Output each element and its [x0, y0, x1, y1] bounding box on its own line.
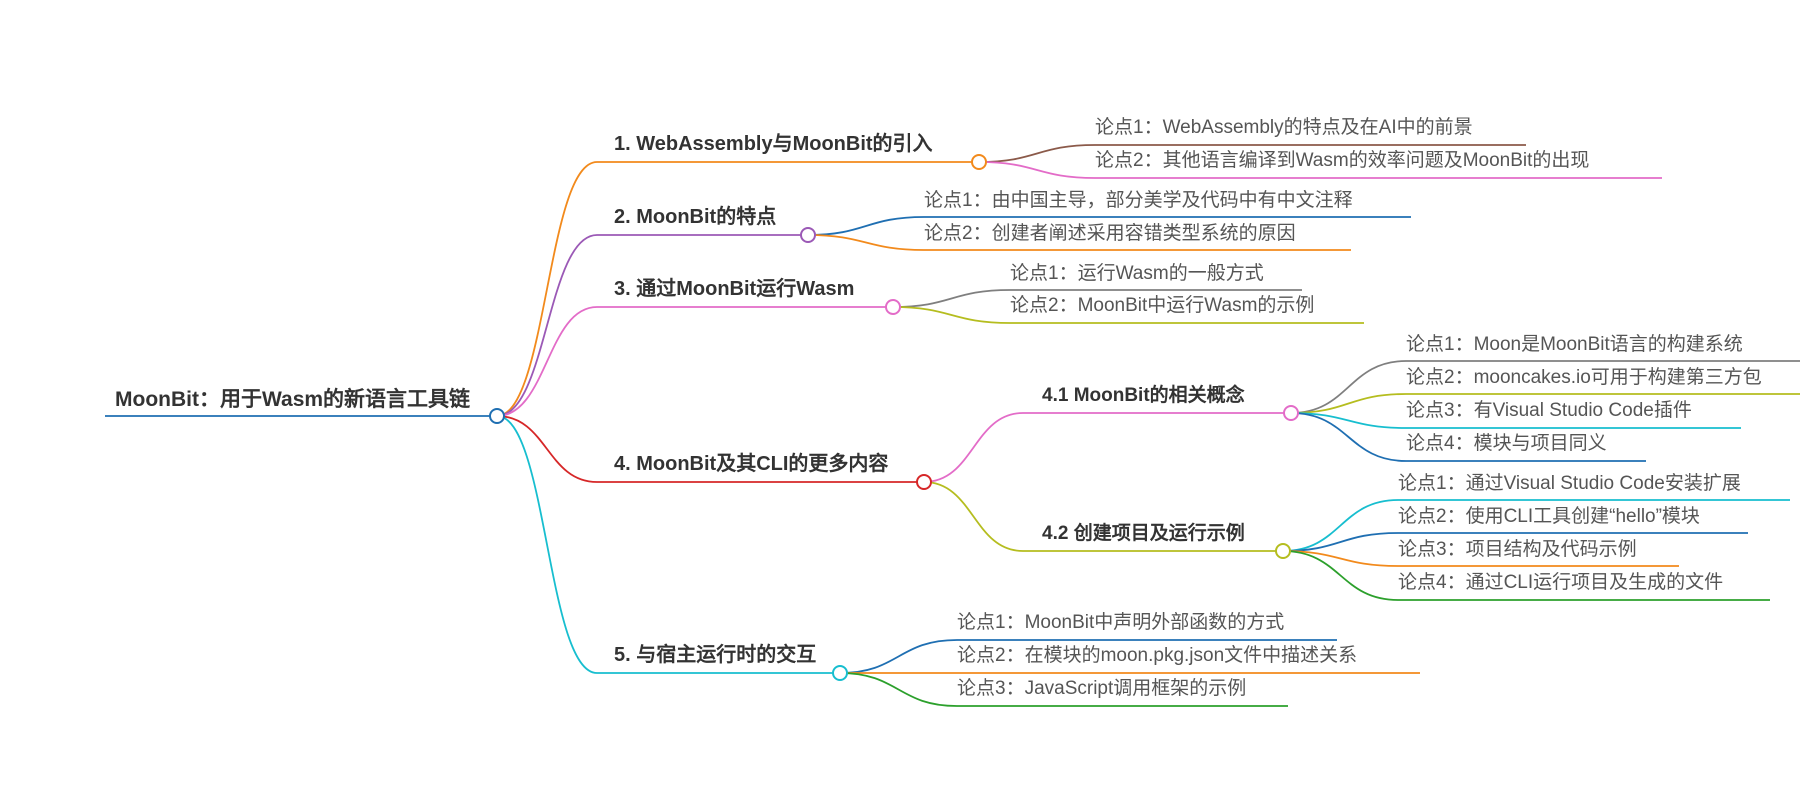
connector-sub-4-2-point-3	[1282, 550, 1399, 567]
sub-4-2-point-2-label: 论点2：使用CLI工具创建“hello”模块	[1398, 505, 1700, 527]
label-layer: MoonBit：用于Wasm的新语言工具链 1. WebAssembly与Moon…	[115, 116, 1762, 699]
branch-3-collapse-toggle[interactable]	[885, 299, 901, 315]
sub-4-1-point-2-label: 论点2：mooncakes.io可用于构建第三方包	[1406, 366, 1762, 388]
connector-sub-4-1-point-2	[1290, 393, 1407, 414]
branch-5-label: 5. 与宿主运行时的交互	[614, 642, 816, 666]
connector-sub-4-1	[923, 412, 1024, 483]
branch-4-label: 4. MoonBit及其CLI的更多内容	[614, 451, 888, 475]
connector-sub-4-2	[923, 481, 1024, 552]
branch-3-point-2-label: 论点2：MoonBit中运行Wasm的示例	[1010, 294, 1314, 316]
connector-sub-4-2-point-4	[1282, 550, 1399, 601]
branch-5-point-2-label: 论点2：在模块的moon.pkg.json文件中描述关系	[957, 644, 1357, 666]
branch-2-label: 2. MoonBit的特点	[614, 204, 776, 228]
branch-2-collapse-toggle[interactable]	[800, 227, 816, 243]
branch-3-label: 3. 通过MoonBit运行Wasm	[614, 276, 854, 300]
connector-branch-1-point-2	[978, 161, 1096, 179]
sub-4-2-point-4-label: 论点4：通过CLI运行项目及生成的文件	[1398, 571, 1723, 593]
connector-branch-2-point-1	[807, 216, 925, 236]
branch-5-point-3-label: 论点3：JavaScript调用框架的示例	[957, 677, 1246, 699]
connector-branch-2	[496, 234, 598, 417]
sub-4-2-label: 4.2 创建项目及运行示例	[1042, 521, 1245, 544]
branch-1-collapse-toggle[interactable]	[971, 154, 987, 170]
sub-4-1-point-3-label: 论点3：有Visual Studio Code插件	[1406, 399, 1692, 421]
sub-4-2-collapse-toggle[interactable]	[1275, 543, 1291, 559]
connector-branch-1-point-1	[978, 144, 1096, 163]
branch-4-collapse-toggle[interactable]	[916, 474, 932, 490]
connector-branch-5-point-3	[839, 672, 958, 707]
sub-4-1-label: 4.1 MoonBit的相关概念	[1042, 383, 1245, 406]
connector-branch-5	[496, 415, 598, 674]
connector-branch-3-point-1	[892, 289, 1011, 308]
branch-2-point-1-label: 论点1：由中国主导，部分美学及代码中有中文注释	[924, 189, 1353, 211]
branch-1-point-2-label: 论点2：其他语言编译到Wasm的效率问题及MoonBit的出现	[1095, 149, 1589, 171]
branch-1-label: 1. WebAssembly与MoonBit的引入	[614, 131, 933, 155]
sub-4-2-point-1-label: 论点1：通过Visual Studio Code安装扩展	[1398, 472, 1741, 494]
connector-sub-4-2-point-1	[1282, 499, 1399, 552]
sub-4-2-point-3-label: 论点3：项目结构及代码示例	[1398, 538, 1637, 560]
branch-5-collapse-toggle[interactable]	[832, 665, 848, 681]
root-topic-label: MoonBit：用于Wasm的新语言工具链	[115, 387, 471, 411]
sub-4-1-collapse-toggle[interactable]	[1283, 405, 1299, 421]
connector-branch-2-point-2	[807, 234, 925, 251]
branch-2-point-2-label: 论点2：创建者阐述采用容错类型系统的原因	[924, 222, 1296, 244]
branch-3-point-1-label: 论点1：运行Wasm的一般方式	[1010, 262, 1264, 284]
connector-branch-1	[496, 161, 598, 417]
root-collapse-toggle[interactable]	[489, 408, 505, 424]
connector-sub-4-1-point-3	[1290, 412, 1407, 429]
connector-branch-5-point-1	[839, 639, 958, 674]
branch-5-point-1-label: 论点1：MoonBit中声明外部函数的方式	[957, 611, 1284, 633]
connector-branch-3-point-2	[892, 306, 1011, 324]
branch-1-point-1-label: 论点1：WebAssembly的特点及在AI中的前景	[1095, 116, 1473, 138]
sub-4-1-point-4-label: 论点4：模块与项目同义	[1406, 432, 1607, 454]
sub-4-1-point-1-label: 论点1：Moon是MoonBit语言的构建系统	[1406, 333, 1743, 355]
connector-sub-4-1-point-1	[1290, 360, 1407, 414]
connector-branch-3	[496, 306, 598, 417]
connector-branch-4	[496, 415, 598, 483]
connector-sub-4-2-point-2	[1282, 532, 1399, 552]
underline-layer	[105, 144, 1800, 707]
node-layer	[489, 154, 1299, 681]
connector-layer	[496, 144, 1407, 707]
connector-sub-4-1-point-4	[1290, 412, 1407, 462]
